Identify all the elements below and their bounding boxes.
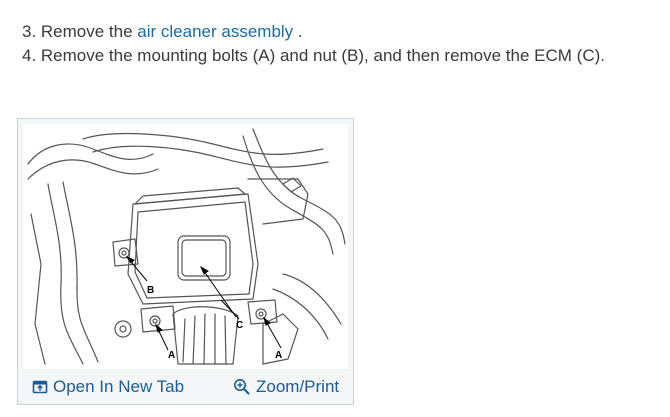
harness-connector: [247, 178, 309, 225]
bolt-a-left: [149, 315, 161, 327]
ecm-label-plate-inner: [181, 239, 227, 277]
step-3-suffix: .: [293, 22, 303, 41]
step-4: 4. Remove the mounting bolts (A) and nut…: [22, 46, 605, 65]
open-in-new-tab-button[interactable]: Open In New Tab: [32, 377, 184, 397]
hose-top: [82, 132, 324, 156]
ecm-figure: B A A C Open In New Tab Zoom/Print: [17, 118, 354, 405]
hose-lower-right: [282, 273, 342, 325]
pipe-left: [47, 183, 84, 365]
zoom-print-button[interactable]: Zoom/Print: [233, 377, 339, 397]
bolt-a-right: [255, 308, 267, 320]
leader-c-2: [220, 299, 240, 320]
mount-tab-left: [112, 238, 139, 267]
zoom-icon: [234, 379, 250, 395]
arrowhead-b: [125, 255, 135, 264]
ecm-illustration[interactable]: B A A C: [23, 124, 348, 369]
connector-clip: [282, 177, 302, 193]
bolt-a-left-center: [152, 318, 158, 324]
mount-tab-bottom-right: [247, 299, 278, 325]
ecm-housing-top: [134, 187, 246, 205]
nut-b-center: [121, 250, 127, 256]
arrowhead-a-left: [155, 323, 163, 333]
callout-a-left: A: [168, 350, 175, 361]
arrowhead-c: [199, 265, 209, 275]
ecm-housing: [127, 193, 259, 305]
lower-left-boss: [114, 320, 132, 338]
callout-a-right: A: [275, 350, 282, 361]
hose-right-2: [242, 135, 334, 255]
step-3: 3. Remove the air cleaner assembly .: [22, 20, 605, 44]
lower-left-boss-center: [119, 325, 127, 333]
open-tab-icon: [32, 380, 48, 394]
callout-c: C: [236, 320, 243, 331]
hose-top-2: [92, 145, 329, 168]
callout-b: B: [147, 285, 154, 296]
hose-lower-right-2: [272, 288, 329, 340]
nut-b: [118, 247, 130, 259]
air-cleaner-assembly-link[interactable]: air cleaner assembly: [137, 22, 294, 41]
procedure-steps: 3. Remove the air cleaner assembly . 4. …: [22, 20, 605, 68]
bracket-right: [262, 313, 299, 365]
open-in-new-tab-label: Open In New Tab: [53, 377, 185, 396]
bracket-left: [30, 213, 46, 365]
pipe-left-2: [62, 181, 99, 363]
hose-right: [252, 128, 346, 245]
hose-top-left-2: [27, 159, 159, 180]
figure-toolbar: Open In New Tab Zoom/Print: [18, 371, 353, 404]
zoom-print-label: Zoom/Print: [256, 377, 340, 396]
arrowhead-a-right: [263, 316, 271, 326]
ecm-label-plate: [177, 235, 231, 281]
lower-block-ribs: [182, 313, 227, 365]
lower-block: [172, 306, 239, 365]
step-3-prefix: 3. Remove the: [22, 22, 138, 41]
ecm-housing-inner: [134, 201, 254, 299]
hose-top-left: [27, 143, 154, 165]
leader-c: [200, 266, 237, 318]
bolt-a-right-center: [258, 311, 264, 317]
